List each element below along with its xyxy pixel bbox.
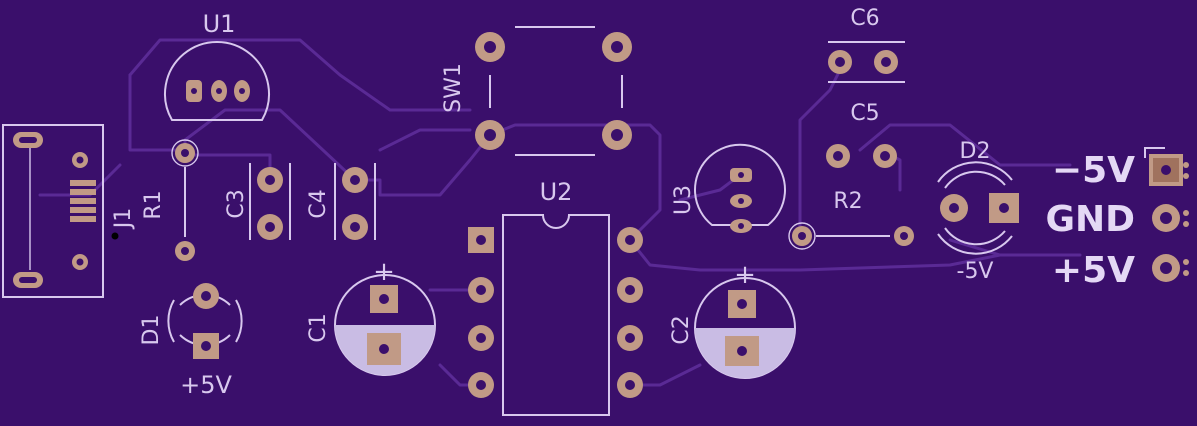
d2-led: D2 -5V [937,139,1019,284]
j1-outline [2,124,104,298]
pin-minus5v-label: −5V [1052,150,1135,191]
c1-plus-mark: + [373,257,395,287]
u1-label: U1 [203,10,236,38]
c5-capacitor: C5 [826,101,897,168]
c1-label: C1 [306,313,331,342]
pin-gnd-label: GND [1045,199,1135,240]
u1-regulator: U1 [164,10,270,121]
j1-label: J1 [111,208,136,231]
d2-label: D2 [960,139,991,164]
pin-plus5v-label: +5V [1052,250,1135,291]
power-connector: −5V GND +5V [1045,147,1189,291]
d2-voltage-label: -5V [957,259,994,284]
u2-outline [502,214,610,416]
c4-capacitor: C4 [306,163,376,240]
u2-ic: U2 [468,178,643,416]
c5-label: C5 [850,101,879,126]
c6-label: C6 [850,6,879,31]
r1-label: R1 [141,190,166,219]
r2-resistor: R2 [788,189,914,250]
c4-label: C4 [306,189,331,218]
c3-capacitor: C3 [224,163,291,240]
c2-capacitor: + C2 [669,260,796,379]
u3-label: U3 [671,185,696,215]
c2-plus-mark: + [734,260,756,290]
j1-pins [70,180,96,222]
c3-label: C3 [224,189,249,218]
u3-outline [694,143,786,226]
u1-outline [164,41,270,121]
c6-capacitor: C6 [828,6,905,83]
c1-capacitor: + C1 [306,257,436,376]
d1-label: D1 [139,315,164,346]
sw1-switch: SW1 [441,26,632,156]
j1-connector: J1 [2,124,136,298]
d1-voltage-label: +5V [180,371,232,399]
u2-label: U2 [540,178,573,206]
c2-label: C2 [669,315,694,344]
r1-resistor: R1 [141,139,199,261]
sw1-label: SW1 [441,63,466,113]
d1-led: D1 +5V [139,283,243,399]
r2-label: R2 [833,189,862,214]
u3-regulator: U3 [671,143,786,233]
j1-pin1-dot [111,232,119,240]
